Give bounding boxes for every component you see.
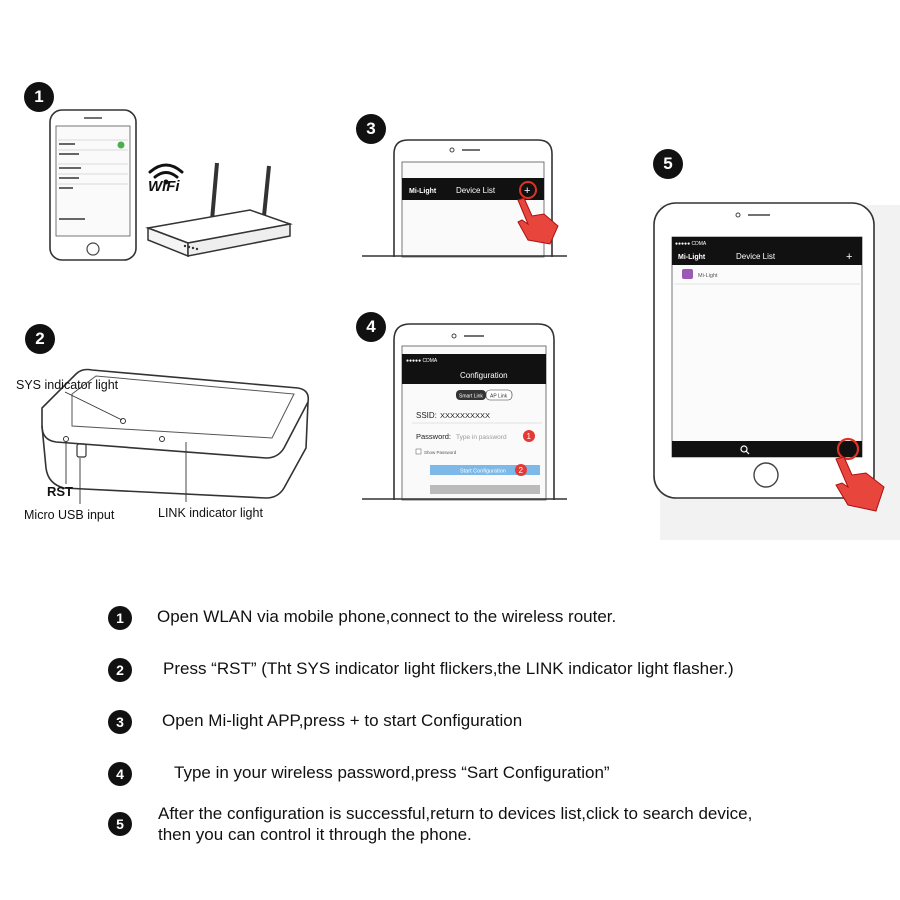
start-marker [515,464,527,476]
step-row-1: 1 Open WLAN via mobile phone,connect to … [108,606,616,630]
controller-illustration [41,368,310,504]
rst-hole [63,436,69,442]
step-text-3: Open Mi-light APP,press + to start Confi… [162,711,523,730]
tab-smart-link [456,390,486,400]
sys-indicator-label: SYS indicator light [16,378,119,392]
config-title: Configuration [460,371,508,380]
svg-text:Start Configuration: Start Configuration [460,469,506,475]
plus-highlight-circle [519,181,537,199]
plus-text: + [524,185,530,197]
app-header-bar [402,178,544,200]
step-row-5: 5 After the configuration is successful,… [108,803,752,845]
svg-text:AP Link: AP Link [490,394,508,400]
ssid-label: SSID: [416,411,437,420]
step-badge-5: 5 [108,812,132,836]
device-search-illustration: ●●●●● CDMA Mi-Light Device List + Mi-Lig… [653,202,900,540]
search-bar [672,441,862,457]
panel-step-4: 4 ●●●●● CDMA Configuration Smart Link AP… [352,310,577,505]
device-list-illustration: Mi-Light Device List + [362,139,567,258]
status-carrier: ●●●●● CDMA [675,241,707,247]
device-list-title: Device List [736,252,776,261]
start-configuration-button [430,465,540,475]
svg-text:2: 2 [519,466,524,475]
step-text-5-line-1: After the configuration is successful,re… [158,804,753,823]
search-icon [740,445,748,453]
password-label: Password: [416,432,451,441]
brand-text: Mi-Light [409,188,437,195]
step-text-5: After the configuration is successful,re… [158,803,752,845]
step-badge-1: 1 [108,606,132,630]
device-item-name: Mi-Light [698,273,718,279]
link-indicator-led [159,436,165,442]
sys-indicator-led [120,418,126,424]
device-item-icon [682,269,693,279]
plus-text: + [846,251,852,263]
link-indicator-label: LINK indicator light [158,506,263,520]
step-badge-2: 2 [108,658,132,682]
panel-step-1: 1 WiFi [18,78,308,268]
tab-ap-link [485,389,513,401]
config-header-bar [402,354,546,384]
step-badge-5: 5 [653,149,683,179]
step-text-5-line-2: then you can control it through the phon… [158,825,472,844]
step-badge-2: 2 [25,324,55,354]
step-badge-3: 3 [356,114,386,144]
step-badge-4: 4 [108,762,132,786]
panel-step-3: 3 Mi-Light Device List + [352,112,577,262]
step-row-2: 2 Press “RST” (Tht SYS indicator light f… [108,658,734,682]
brand-text: Mi-Light [678,254,706,261]
step-text-1: Open WLAN via mobile phone,connect to th… [157,607,617,626]
step-badge-3: 3 [108,710,132,734]
step-text-2: Press “RST” (Tht SYS indicator light fli… [163,659,734,678]
wlan-settings-list [58,139,128,185]
pointing-hand-icon [835,456,885,512]
show-password-checkbox [415,448,422,455]
wifi-label: WiFi [148,178,180,195]
configuration-illustration: ●●●●● CDMA Configuration Smart Link AP L… [362,323,567,501]
show-password-label: Show Password [424,450,457,455]
step-row-3: 3 Open Mi-light APP,press + to start Con… [108,710,522,734]
password-placeholder: Type in password [456,434,507,441]
rst-label: RST [47,484,73,499]
step-text-4: Type in your wireless password,press “Sa… [174,763,610,782]
controller-side [41,401,309,499]
panel-step-5: 5 ●●●●● CDMA Mi-Light Device List + Mi-L… [640,145,900,545]
phone-home-button [86,242,100,256]
step-row-4: 4 Type in your wireless password,press “… [108,762,610,786]
micro-usb-label: Micro USB input [24,508,115,522]
router-illustration [145,162,293,258]
password-marker [523,430,535,442]
status-carrier: ●●●●● CDMA [406,358,438,364]
wlan-toggle-icon [117,141,125,149]
step-badge-1: 1 [24,82,54,112]
router-leds [183,244,199,251]
phone-router-illustration [49,109,293,261]
search-highlight-circle [836,437,860,461]
micro-usb-port [76,443,87,458]
step-badge-4: 4 [356,312,386,342]
app-header-bar [672,237,862,265]
ssid-value: XXXXXXXXXX [440,411,490,420]
svg-text:Smart Link: Smart Link [459,394,483,400]
device-list-title: Device List [456,186,496,195]
panel-step-2: 2 SYS indicator light RST Micro USB inpu… [10,318,330,548]
svg-text:1: 1 [527,432,532,441]
phone-home-button [753,462,779,488]
wifi-icon [148,163,184,185]
pointing-hand-icon [517,197,559,245]
